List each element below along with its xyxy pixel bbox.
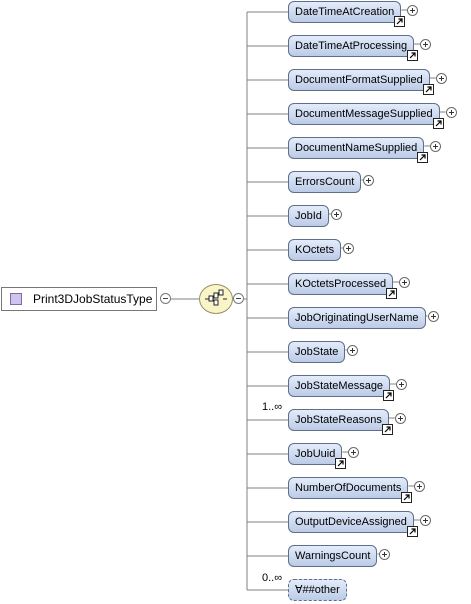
type-link-icon[interactable] xyxy=(407,50,419,61)
multiplicity-label: 1..∞ xyxy=(262,401,283,413)
element-box[interactable]: JobOriginatingUserName xyxy=(288,307,426,329)
type-link-icon[interactable] xyxy=(383,390,395,401)
element-box[interactable]: KOctetsProcessed xyxy=(288,273,394,295)
any-wildcard-box[interactable]: ∀##other xyxy=(288,579,347,601)
element-box[interactable]: DateTimeAtCreation xyxy=(288,1,402,23)
type-link-icon[interactable] xyxy=(432,118,444,129)
complex-type-icon xyxy=(10,293,22,305)
type-link-icon[interactable] xyxy=(394,16,406,27)
element-label: JobId xyxy=(295,210,322,222)
element-box[interactable]: WarningsCount xyxy=(288,545,378,567)
expand-icon[interactable] xyxy=(407,5,419,16)
expand-icon[interactable] xyxy=(330,209,342,220)
root-collapse-toggle[interactable] xyxy=(160,293,171,304)
type-link-icon[interactable] xyxy=(401,492,413,503)
expand-icon[interactable] xyxy=(348,447,360,458)
element-label: JobState xyxy=(295,346,339,358)
root-type-box[interactable]: Print3DJobStatusType xyxy=(1,287,157,311)
expand-icon[interactable] xyxy=(419,515,431,526)
expand-icon[interactable] xyxy=(347,345,359,356)
type-link-icon[interactable] xyxy=(422,84,434,95)
any-wildcard-label: ∀##other xyxy=(295,584,340,596)
element-label: JobUuid xyxy=(295,448,336,460)
element-label: JobOriginatingUserName xyxy=(295,312,419,324)
type-link-icon[interactable] xyxy=(381,424,393,435)
expand-icon[interactable] xyxy=(396,379,408,390)
root-type-label: Print3DJobStatusType xyxy=(33,292,153,306)
sequence-compositor[interactable] xyxy=(199,284,233,314)
expand-icon[interactable] xyxy=(435,73,447,84)
expand-icon[interactable] xyxy=(420,39,432,50)
element-label: DateTimeAtProcessing xyxy=(295,40,408,52)
element-box[interactable]: DocumentNameSupplied xyxy=(288,137,425,159)
element-label: WarningsCount xyxy=(295,550,371,562)
wildcard-multiplicity-label: 0..∞ xyxy=(262,572,283,584)
element-label: JobStateMessage xyxy=(295,380,384,392)
expand-icon[interactable] xyxy=(343,243,355,254)
expand-icon[interactable] xyxy=(394,413,406,424)
expand-icon[interactable] xyxy=(445,107,457,118)
element-label: DocumentNameSupplied xyxy=(295,142,418,154)
expand-icon[interactable] xyxy=(430,141,442,152)
expand-icon[interactable] xyxy=(399,277,411,288)
element-label: KOctetsProcessed xyxy=(295,278,387,290)
element-box[interactable]: JobId xyxy=(288,205,329,227)
element-box[interactable]: NumberOfDocuments xyxy=(288,477,409,499)
expand-icon[interactable] xyxy=(414,481,426,492)
element-box[interactable]: OutputDeviceAssigned xyxy=(288,511,414,533)
element-label: KOctets xyxy=(295,244,335,256)
element-box[interactable]: DocumentMessageSupplied xyxy=(288,103,440,125)
element-label: DateTimeAtCreation xyxy=(295,6,395,18)
expand-icon[interactable] xyxy=(427,311,439,322)
element-label: DocumentMessageSupplied xyxy=(295,108,433,120)
element-box[interactable]: DocumentFormatSupplied xyxy=(288,69,430,91)
element-box[interactable]: DateTimeAtProcessing xyxy=(288,35,415,57)
type-link-icon[interactable] xyxy=(406,526,418,537)
element-box[interactable]: JobUuid xyxy=(288,443,343,465)
type-link-icon[interactable] xyxy=(386,288,398,299)
expand-icon[interactable] xyxy=(379,549,391,560)
element-label: OutputDeviceAssigned xyxy=(295,516,407,528)
compositor-collapse-toggle[interactable] xyxy=(233,293,244,304)
type-link-icon[interactable] xyxy=(335,458,347,469)
sequence-compositor-icon xyxy=(205,289,227,306)
element-box[interactable]: JobState xyxy=(288,341,346,363)
element-box[interactable]: ErrorsCount xyxy=(288,171,362,193)
element-label: ErrorsCount xyxy=(295,176,355,188)
type-link-icon[interactable] xyxy=(417,152,429,163)
element-box[interactable]: KOctets xyxy=(288,239,342,261)
element-label: DocumentFormatSupplied xyxy=(295,74,423,86)
expand-icon[interactable] xyxy=(363,175,375,186)
element-label: JobStateReasons xyxy=(295,414,382,426)
element-box[interactable]: JobStateMessage xyxy=(288,375,391,397)
element-label: NumberOfDocuments xyxy=(295,482,402,494)
element-box[interactable]: JobStateReasons xyxy=(288,409,389,431)
